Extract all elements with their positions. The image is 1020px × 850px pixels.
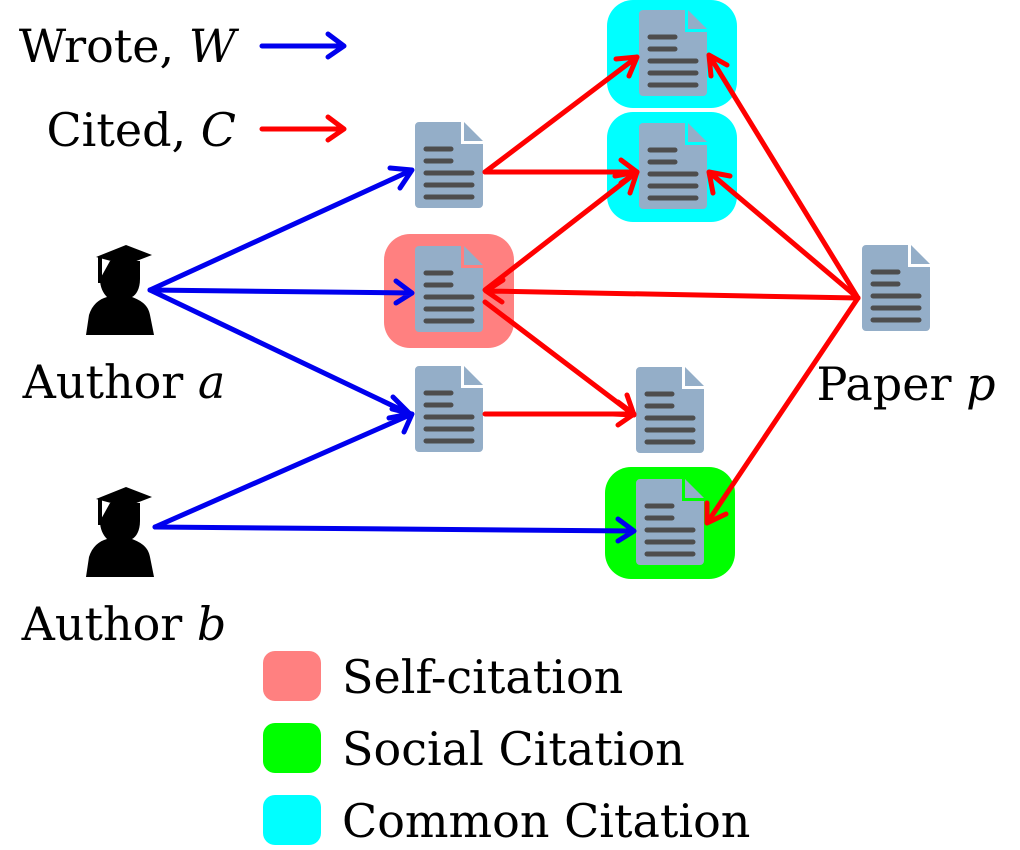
paper-icon-a2[interactable] (415, 246, 483, 332)
paper-p-label: Paper p (816, 357, 995, 411)
paper-icon-t1[interactable] (639, 10, 707, 96)
paper-icon-s[interactable] (636, 479, 704, 565)
legend-swatch-social (263, 723, 321, 773)
author-b-label: Author b (21, 597, 227, 651)
edge-cited-p-a2 (483, 277, 861, 305)
legend-common-label: Common Citation (342, 794, 750, 848)
edge-cited-a3-m (482, 399, 637, 428)
edge-wrote-a-a1 (147, 165, 415, 293)
edge-wrote-b-a3 (152, 406, 415, 530)
legend-swatch-self (263, 651, 321, 701)
author-a-label: Author a (22, 355, 226, 409)
wrote-edges (147, 31, 637, 544)
legend-cited-arrow (259, 114, 347, 143)
paper-icon-p[interactable] (862, 245, 930, 331)
edge-wrote-b-s (152, 516, 637, 544)
paper-icon-t2[interactable] (639, 123, 707, 209)
highlight-legend: Self-citation Social Citation Common Cit… (263, 650, 750, 848)
legend-social-label: Social Citation (342, 722, 685, 776)
author-a-icon[interactable] (86, 245, 154, 335)
legend-self-label: Self-citation (342, 650, 623, 704)
paper-icon-a1[interactable] (415, 122, 483, 208)
legend-swatch-common (263, 795, 321, 845)
edge-wrote-a-a2 (147, 278, 415, 306)
legend-wrote-label: Wrote, W (19, 19, 240, 73)
cited-edges (259, 52, 861, 526)
legend-cited-label: Cited, C (46, 103, 236, 157)
edge-cited-p-t1 (706, 52, 861, 301)
edge-cited-p-s (704, 295, 861, 526)
edge-cited-a2-t2 (482, 169, 640, 293)
author-b-icon[interactable] (86, 487, 154, 577)
paper-icon-a3[interactable] (415, 366, 483, 452)
paper-icon-m[interactable] (636, 367, 704, 453)
legend-wrote-arrow (259, 31, 347, 60)
edge-cited-a1-t1 (482, 54, 640, 175)
edge-cited-a2-m (482, 299, 637, 418)
edge-cited-p-t2 (706, 169, 861, 301)
